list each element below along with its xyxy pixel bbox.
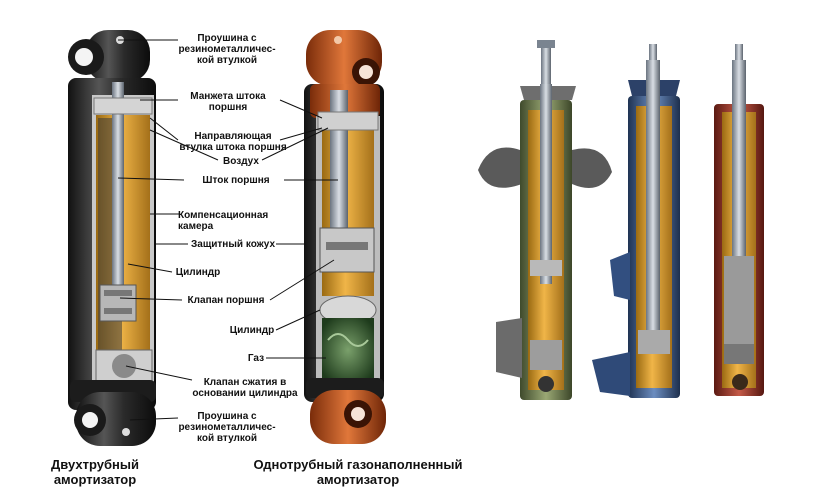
label-rod-seal: Манжета штока поршня bbox=[178, 91, 278, 113]
strut-red bbox=[714, 44, 764, 396]
caption-twin-tube: Двухтрубный амортизатор bbox=[30, 457, 160, 487]
caption-mono-tube: Однотрубный газонаполненный амортизатор bbox=[238, 457, 478, 487]
label-gas-text: Газ bbox=[247, 353, 265, 364]
rod-guide bbox=[317, 111, 379, 131]
label-air: Воздух bbox=[216, 156, 266, 167]
label-comp-chamber-text: Компенсационная камера bbox=[178, 210, 269, 232]
leader-piston-valve bbox=[119, 297, 183, 301]
top-eye-bore bbox=[359, 65, 373, 79]
leader-rod bbox=[117, 177, 185, 181]
label-cover-text: Защитный кожух bbox=[191, 239, 275, 250]
strut-macpherson bbox=[478, 40, 612, 400]
rod-seal bbox=[93, 97, 153, 115]
label-eye-top: Проушина с резинометалличес- кой втулкой bbox=[172, 33, 282, 66]
leader-lines bbox=[117, 39, 338, 421]
strut-2-rod bbox=[646, 60, 660, 330]
mono-tube-shock bbox=[304, 30, 386, 444]
bottom-eye-marker bbox=[122, 428, 130, 436]
piston-rod bbox=[112, 82, 124, 292]
top-eye-bore bbox=[75, 48, 93, 66]
strut-1-valve bbox=[530, 340, 562, 370]
strut-1-nut bbox=[537, 40, 555, 48]
label-rod-seal-text: Манжета штока поршня bbox=[190, 91, 266, 113]
leader-cylinder-right bbox=[275, 309, 321, 331]
label-comp-chamber: Компенсационная камера bbox=[178, 210, 282, 232]
strut-blue bbox=[592, 44, 680, 398]
label-eye-top-text: Проушина с резинометалличес- кой втулкой bbox=[178, 33, 276, 66]
label-piston-valve-text: Клапан поршня bbox=[187, 295, 265, 306]
bottom-eye-bore bbox=[82, 412, 98, 428]
strut-2-bracket bbox=[610, 252, 630, 300]
label-cover: Защитный кожух bbox=[186, 239, 280, 250]
strut-1-rod-top bbox=[541, 44, 551, 84]
strut-3-rod bbox=[732, 60, 746, 260]
bottom-eye-bore bbox=[351, 407, 365, 421]
label-eye-bottom: Проушина с резинометалличес- кой втулкой bbox=[172, 411, 282, 444]
strut-1-bottom bbox=[538, 376, 554, 392]
leader-air-right bbox=[261, 127, 329, 161]
piston-valve-ring bbox=[326, 242, 368, 250]
leader-rod-guide bbox=[149, 117, 179, 141]
top-eye-marker bbox=[334, 36, 342, 44]
leader-air bbox=[149, 129, 219, 161]
caption-mono-tube-text: Однотрубный газонаполненный амортизатор bbox=[253, 457, 463, 487]
strut-3-inner bbox=[724, 256, 754, 346]
label-rod: Шток поршня bbox=[184, 175, 288, 186]
piston-valve-ring-1 bbox=[104, 290, 132, 296]
label-cylinder-right: Цилиндр bbox=[224, 325, 280, 336]
strut-3-valve bbox=[724, 344, 754, 364]
strut-1-rod bbox=[540, 84, 552, 284]
leader-cylinder-left bbox=[127, 263, 173, 273]
label-piston-valve: Клапан поршня bbox=[180, 295, 272, 306]
gas-swirl bbox=[327, 333, 369, 347]
label-base-valve: Клапан сжатия в основании цилиндра bbox=[188, 377, 302, 399]
top-eye-bushing bbox=[86, 30, 150, 82]
label-air-text: Воздух bbox=[223, 156, 259, 167]
strut-2-knuckle bbox=[592, 352, 630, 396]
caption-twin-tube-text: Двухтрубный амортизатор bbox=[51, 457, 139, 487]
twin-tube-shock bbox=[68, 30, 156, 446]
label-cylinder-right-text: Цилиндр bbox=[229, 325, 275, 336]
leader-rod-guide-right bbox=[279, 127, 323, 141]
label-gas: Газ bbox=[244, 353, 268, 364]
label-rod-text: Шток поршня bbox=[202, 175, 270, 186]
label-cylinder-left: Цилиндр bbox=[168, 267, 228, 278]
base-valve-disc bbox=[112, 354, 136, 378]
label-base-valve-text: Клапан сжатия в основании цилиндра bbox=[192, 377, 298, 399]
strut-1-piston bbox=[530, 260, 562, 276]
label-rod-guide: Направляющая втулка штока поршня bbox=[172, 131, 294, 153]
leader-eye-bottom bbox=[129, 417, 179, 421]
piston-valve-ring-2 bbox=[104, 308, 132, 314]
strut-1-bracket bbox=[496, 318, 522, 378]
gas-chamber bbox=[322, 318, 374, 382]
strut-2-piston bbox=[638, 330, 670, 354]
label-cylinder-left-text: Цилиндр bbox=[175, 267, 221, 278]
leader-piston-valve-right bbox=[269, 259, 335, 301]
leader-rod-seal-right bbox=[279, 99, 323, 119]
strut-3-bottom bbox=[732, 374, 748, 390]
label-rod-guide-text: Направляющая втулка штока поршня bbox=[179, 131, 287, 153]
label-eye-bottom-text: Проушина с резинометалличес- кой втулкой bbox=[178, 411, 276, 444]
leader-base-valve bbox=[125, 365, 193, 381]
